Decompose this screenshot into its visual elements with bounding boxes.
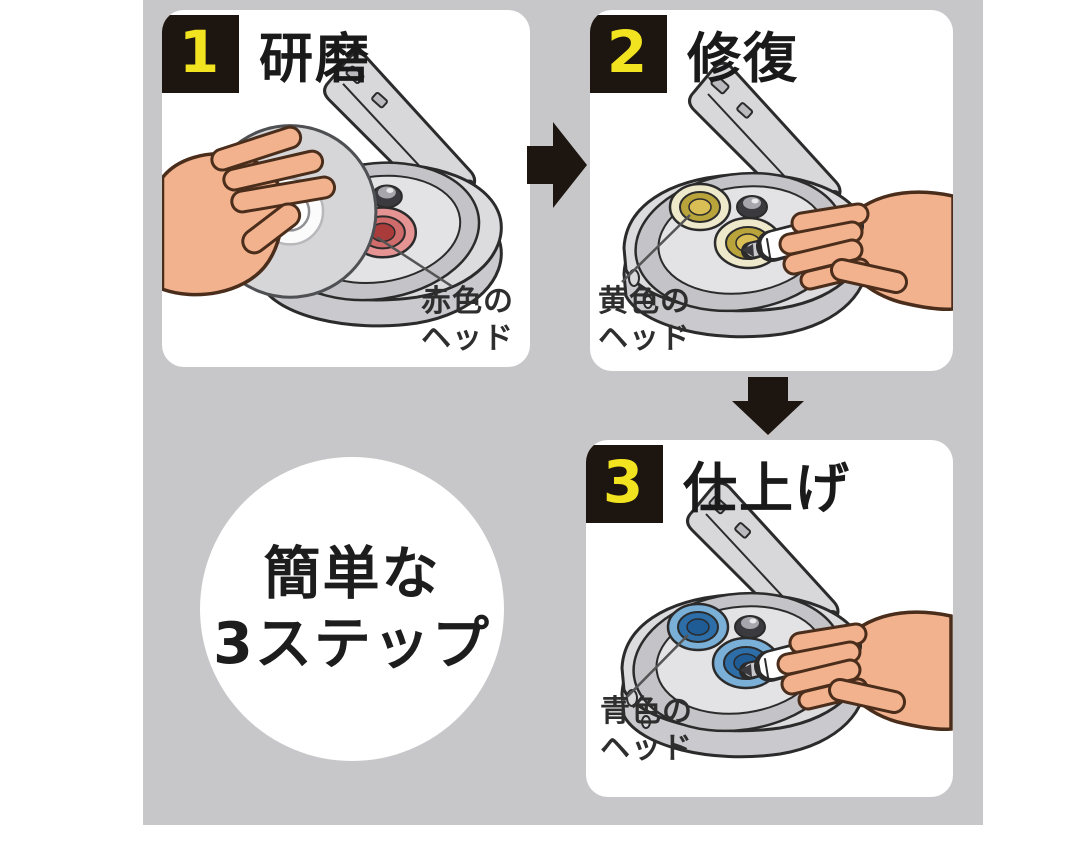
- tube-ribs: [759, 238, 771, 259]
- head-pointer-line: [376, 236, 453, 288]
- badge-text-line1: 簡単な: [263, 541, 441, 607]
- step-panel-2: 2 修復 黄色の ヘッド: [590, 10, 953, 371]
- hand-holding-tube: [741, 190, 953, 311]
- tube-nozzle: [740, 664, 752, 677]
- step-title: 仕上げ: [683, 457, 851, 520]
- cleaning-head-upper: [668, 182, 732, 232]
- tube-ribs: [757, 658, 769, 679]
- step2-illustration: [621, 61, 953, 339]
- lid-latch: [710, 75, 730, 95]
- fingers: [778, 202, 908, 294]
- badge-text-line2: 3ステップ: [213, 611, 491, 677]
- lid-latch: [708, 495, 728, 515]
- head-label-yellow: 黄色の ヘッド: [598, 284, 691, 356]
- step-number: 3: [602, 447, 644, 516]
- step-title: 研磨: [259, 27, 371, 90]
- step-header: 2 修復: [590, 14, 799, 93]
- lid-latch: [736, 102, 754, 119]
- lid-latch: [734, 522, 752, 539]
- step-panel-1: 1 研磨 赤色の ヘッド: [162, 10, 530, 367]
- step-header: 3 仕上げ: [586, 444, 851, 523]
- spindle-knob: [736, 195, 768, 219]
- step3-illustration: [620, 481, 953, 759]
- lid-latch: [345, 65, 365, 85]
- step1-illustration: [162, 51, 503, 328]
- thumb: [831, 681, 903, 711]
- lid-latch: [371, 91, 388, 109]
- head-label-red: 赤色の ヘッド: [421, 284, 514, 356]
- device-button: [641, 715, 651, 729]
- step-number: 1: [178, 17, 220, 86]
- hand-holding-tube: [739, 610, 953, 731]
- step-title: 修復: [687, 27, 799, 90]
- step-number-badge: 2: [590, 14, 667, 93]
- step-panel-3: 3 仕上げ 青色の ヘッド: [586, 440, 953, 797]
- head-pointer-line: [621, 634, 689, 703]
- cleaning-head-upper: [666, 602, 730, 652]
- spindle-knob: [734, 615, 766, 639]
- infographic-canvas: 1 研磨 赤色の ヘッド: [143, 0, 983, 825]
- arrow-down-icon: [732, 377, 804, 435]
- step-number-badge: 3: [586, 444, 663, 523]
- step-number-badge: 1: [162, 14, 239, 93]
- fingers: [210, 125, 337, 255]
- tube-nozzle: [742, 244, 754, 257]
- fingers: [776, 622, 906, 714]
- step-header: 1 研磨: [162, 14, 371, 93]
- thumb: [244, 205, 299, 252]
- easy-steps-badge: 簡単な 3ステップ: [200, 457, 504, 761]
- hand-holding-disc: [162, 124, 378, 299]
- head-pointer-line: [621, 214, 691, 283]
- head-label-blue: 青色の ヘッド: [600, 694, 693, 766]
- thumb: [833, 261, 905, 291]
- device-button: [643, 295, 653, 309]
- step-number: 2: [606, 17, 648, 86]
- arrow-right-icon: [527, 122, 587, 208]
